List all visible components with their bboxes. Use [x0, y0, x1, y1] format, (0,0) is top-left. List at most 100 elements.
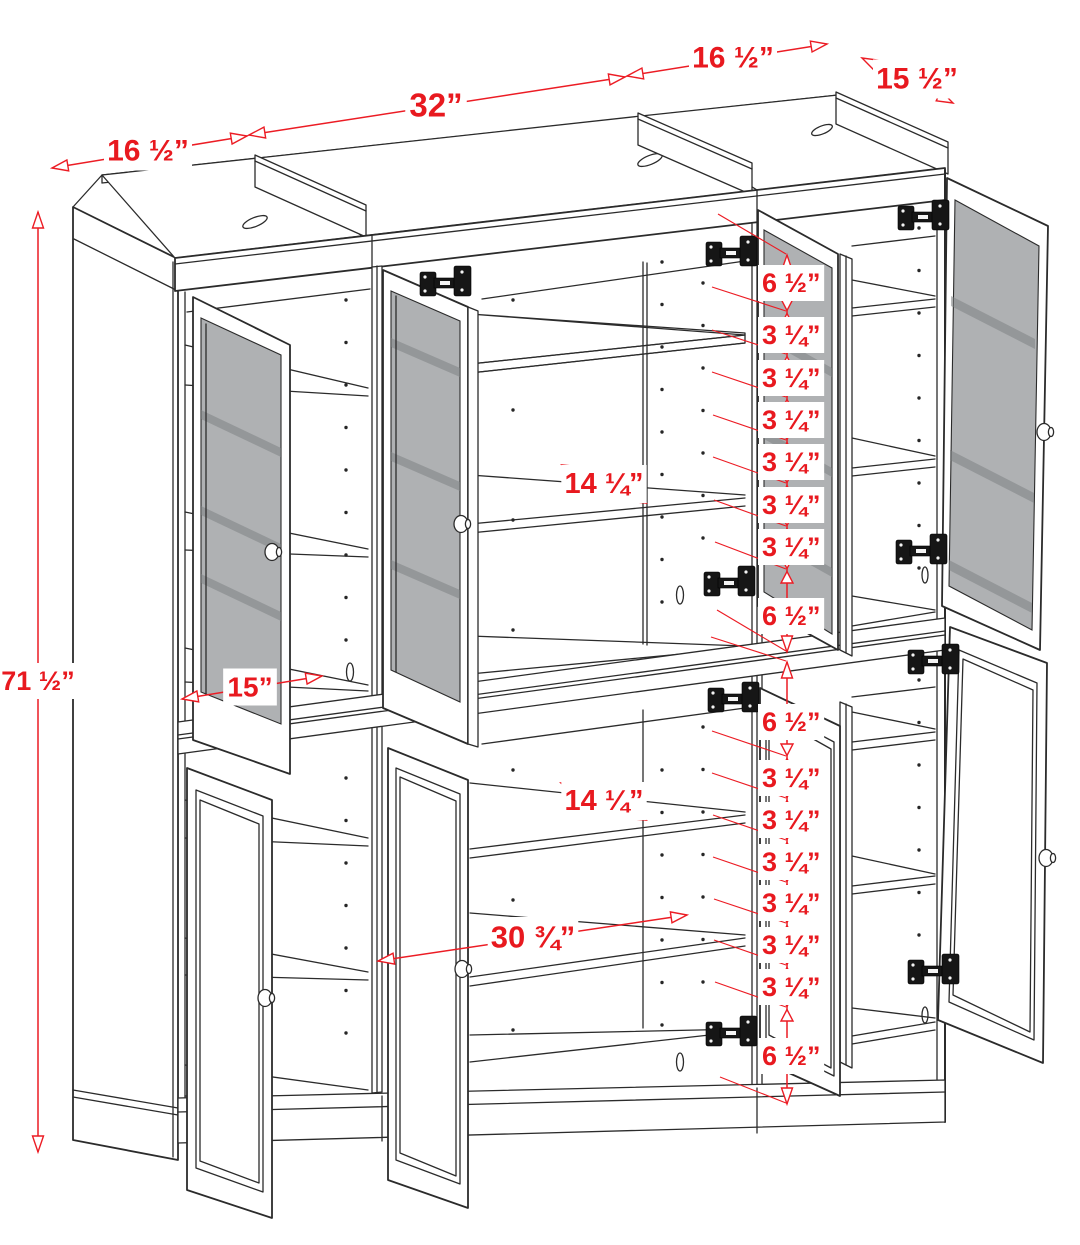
- peg-hole: [701, 852, 705, 857]
- peg-hole: [701, 536, 705, 540]
- peg-hole: [701, 895, 705, 899]
- peg-hole: [344, 553, 348, 557]
- peg-hole: [511, 898, 515, 902]
- peg-hole: [917, 763, 921, 767]
- peg-hole: [660, 472, 664, 477]
- dimension-overall-height: 71 ½”: [0, 209, 79, 1155]
- peg-hole: [701, 408, 705, 413]
- dimension-width-middle-section: 32”: [246, 73, 628, 139]
- peg-hole: [917, 396, 921, 400]
- dimension-shelf-depth-lower: 14 ¼”: [559, 782, 648, 821]
- edge-on-door-strip-lower: [839, 701, 853, 1069]
- peg-hole: [344, 510, 348, 515]
- peg-hole: [344, 903, 348, 908]
- dimension-label-box: [223, 668, 277, 706]
- hinge-icon: [907, 953, 960, 985]
- cabinet-carcass: [72, 91, 949, 1161]
- peg-hole: [917, 226, 921, 230]
- dimension-label: 6 ½”: [762, 1041, 821, 1071]
- dimension-label-box: [758, 969, 825, 1005]
- dimension-arrowhead: [809, 40, 830, 54]
- peg-hole: [344, 468, 348, 472]
- peg-hole: [660, 345, 664, 349]
- peg-hole: [660, 768, 664, 772]
- dimension-tick: [779, 569, 795, 584]
- peg-hole: [701, 810, 705, 814]
- peg-hole: [344, 425, 348, 430]
- peg-hole: [344, 340, 348, 345]
- dimension-arrowhead: [375, 952, 396, 965]
- peg-hole: [344, 776, 348, 780]
- dimension-tick: [779, 1007, 795, 1022]
- peg-hole: [344, 946, 348, 950]
- dimension-label: 16 ½”: [107, 135, 189, 168]
- dimension-label: 6 ½”: [762, 601, 821, 631]
- peg-hole: [660, 430, 664, 434]
- dimension-middle-interior-width: 30 ¾”: [375, 911, 690, 965]
- dimension-chain-lower-shelf-spacing: 6 ½”3 ¼”3 ¼”3 ¼”3 ¼”3 ¼”3 ¼”6 ½”: [758, 659, 825, 1107]
- dimension-label-box: [758, 317, 825, 353]
- dimension-label-box: [0, 663, 79, 699]
- right-upper-interior: [851, 235, 936, 635]
- peg-hole: [344, 1031, 348, 1035]
- dimension-label-box: [758, 760, 825, 796]
- dimension-label-box: [561, 465, 647, 503]
- dimension-label: 3 ¼”: [762, 447, 821, 477]
- dimension-label-box: [689, 38, 777, 78]
- door-knob: [1038, 848, 1057, 868]
- dimension-label-box: [104, 131, 192, 171]
- peg-hole: [511, 628, 515, 632]
- peg-hole: [344, 595, 348, 600]
- dimension-label-box: [758, 360, 825, 396]
- dimension-label-box: [561, 782, 647, 820]
- dimension-label-box: [758, 704, 825, 740]
- panel-door-lower-left: [186, 767, 276, 1219]
- peg-hole: [660, 1023, 664, 1027]
- peg-hole: [344, 988, 348, 993]
- glass-door-upper-left: [192, 296, 291, 775]
- dimension-label: 32”: [409, 87, 462, 124]
- peg-hole: [511, 298, 515, 302]
- dimension-label: 3 ¼”: [762, 490, 821, 520]
- dimension-arrowhead: [780, 1087, 794, 1107]
- edge-on-door-strip-upper: [839, 253, 853, 657]
- middle-lower-interior: [469, 585, 746, 1072]
- dimension-label-box: [758, 802, 825, 838]
- dimension-label-box: [758, 598, 825, 634]
- dimension-label-box: [758, 844, 825, 880]
- glass-door-upper-middle-left: [382, 269, 479, 748]
- dimension-tick: [779, 743, 795, 758]
- peg-hole: [917, 678, 921, 682]
- dimension-label: 3 ¼”: [762, 847, 821, 877]
- dimension-annotations: 16 ½”32”16 ½”15 ½”71 ½”15”14 ¼”14 ¼”30 ¾…: [0, 38, 961, 1155]
- peg-hole: [917, 523, 921, 528]
- peg-hole: [701, 725, 705, 729]
- dimension-label-box: [487, 917, 579, 957]
- peg-hole: [660, 600, 664, 604]
- dimension-arrowhead: [179, 689, 200, 703]
- dimension-label-box: [758, 402, 825, 438]
- dimension-label: 3 ¼”: [762, 763, 821, 793]
- dimension-label: 16 ½”: [692, 42, 774, 75]
- dimension-arrowhead: [31, 1135, 45, 1155]
- dimension-label: 3 ¼”: [762, 930, 821, 960]
- peg-hole: [344, 383, 348, 387]
- hinge-icon: [419, 265, 472, 297]
- peg-hole: [917, 268, 921, 273]
- dimension-arrowhead: [304, 672, 325, 686]
- peg-hole: [660, 853, 664, 857]
- peg-hole: [701, 767, 705, 772]
- door-knob: [1036, 422, 1055, 442]
- cabinet-doors: [186, 177, 1057, 1219]
- peg-hole: [660, 515, 664, 519]
- dimension-arrowhead: [780, 659, 794, 679]
- dimension-label-box: [758, 444, 825, 480]
- peg-hole: [660, 810, 664, 815]
- dimension-arrowhead: [49, 158, 70, 172]
- dimension-arrowhead: [246, 126, 267, 139]
- dimension-label-box: [405, 84, 467, 126]
- peg-hole: [701, 366, 705, 370]
- dimension-width-left-section: 16 ½”: [49, 131, 250, 172]
